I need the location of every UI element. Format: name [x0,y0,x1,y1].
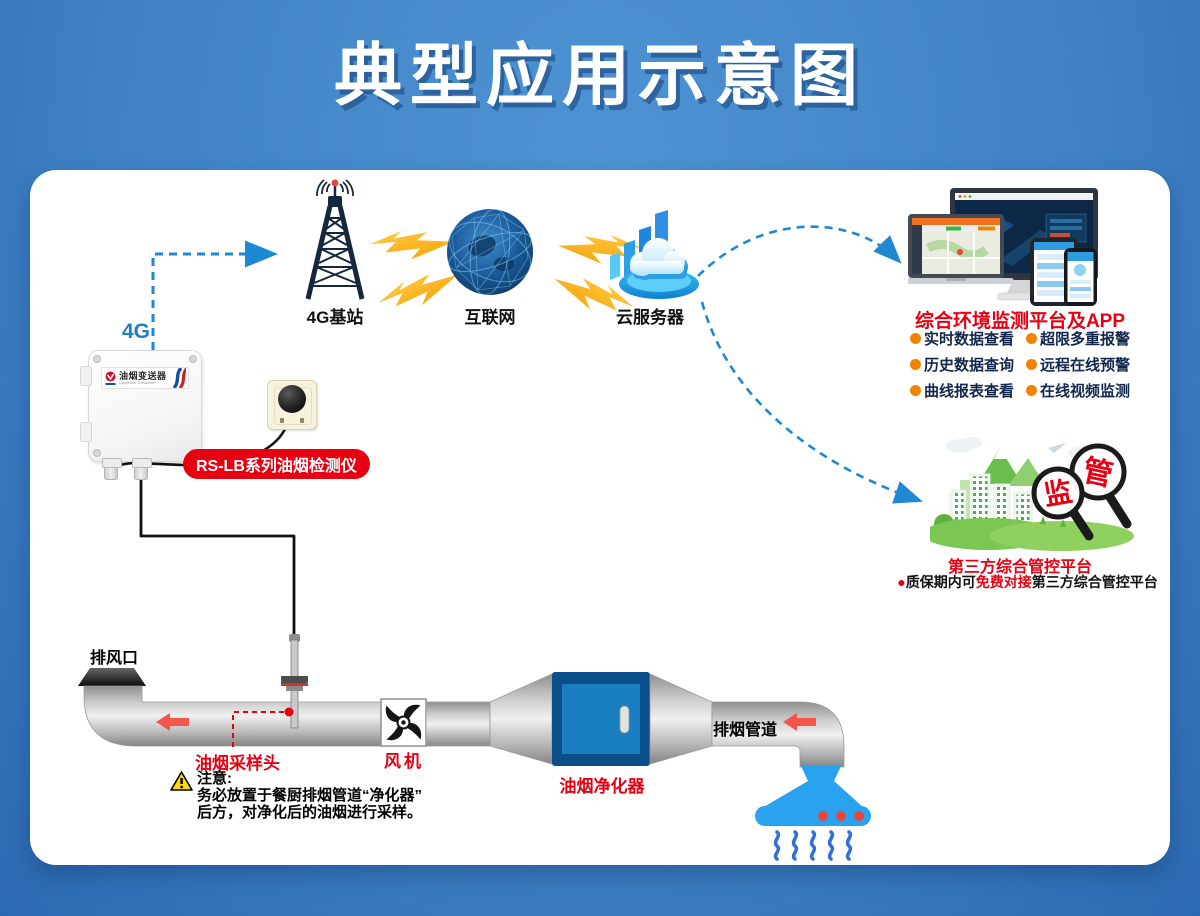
laptop [908,214,1014,284]
purifier-label: 油烟净化器 [559,777,645,796]
cloud-server-label: 云服务器 [616,308,684,327]
diagram-panel: 4G基站 互联网 [30,170,1170,865]
sampling-point-dot [284,707,294,717]
internet-globe-icon [447,208,533,296]
uplink-4g-label: 4G [122,320,151,343]
feature-item: 历史数据查询 [910,354,1026,375]
plane-icon [1048,443,1066,453]
feature-label: 远程在线预警 [1040,357,1131,374]
brand-logo-icon [105,371,116,385]
dashed-connectors [151,225,923,504]
regulator-title: 第三方综合管控平台 [947,559,1092,576]
glass-char-right: 管 [1080,454,1116,493]
feature-label: 在线视频监测 [1040,383,1131,400]
sensor-cable [139,470,296,642]
exhaust-outlet-label: 排风口 [90,650,139,667]
caution-title: 注意: [197,770,232,787]
purifier-handle [619,705,630,734]
magnifier-guan-icon: 管 [1069,443,1132,529]
series-badge: RS-LB系列油烟检测仪 [183,449,370,479]
mount-ear [80,366,92,386]
internet-label: 互联网 [464,308,516,327]
exhaust-cap [78,668,146,686]
feature-label: 实时数据查看 [924,331,1015,348]
note-prefix: 质保期内可 [905,574,976,590]
sampler-label: 油烟采样头 [195,754,280,773]
bullet-icon [910,385,921,396]
caution-note: 注意: 务必放置于餐厨排烟管道“净化器” 后方，对净化后的油烟进行采样。 [197,770,422,821]
feature-item: 实时数据查看 [910,328,1026,349]
steam-icon [773,830,853,861]
bullet-icon: ● [897,574,906,590]
bullet-icon [1026,359,1037,370]
page-title: 典型应用示意图 [333,38,866,114]
power-plug-icon [278,385,306,413]
cable-gland [102,458,122,480]
tower-4g-icon [305,179,365,300]
bullet-icon [1026,385,1037,396]
note-highlight: 免费对接 [975,574,1032,590]
cloud-server-icon [610,210,699,299]
device-name-label: 油烟变送器 [119,370,167,381]
sampler-pointer-dashed [232,711,284,750]
platform-devices [908,188,1098,306]
transmitter-device: 油烟变送器 Lampblack Transmitter [88,350,202,462]
device-nameplate: 油烟变送器 Lampblack Transmitter [101,367,189,389]
regulator-note: ●质保期内可免费对接第三方综合管控平台 [875,572,1180,592]
tower-label: 4G基站 [306,308,364,327]
regulator-city-illustration: 管 监 [930,437,1134,551]
kitchen-hood [755,766,871,826]
feature-item: 在线视频监测 [1026,380,1146,401]
bullet-icon [910,359,921,370]
device-name-en: Lampblack Transmitter [119,379,156,385]
magnifier-jian-icon: 监 [1031,466,1094,541]
feature-label: 历史数据查询 [924,357,1015,374]
warning-icon [170,771,193,791]
glass-char-left: 监 [1042,476,1075,511]
cable-gland [132,458,152,480]
power-outlet [267,380,317,430]
note-suffix: 第三方综合管控平台 [1031,574,1158,590]
mount-ear [80,422,92,442]
feature-item: 曲线报表查看 [910,380,1026,401]
feature-item: 超限多重报警 [1026,328,1146,349]
cloud-to-platform-dashed-arrow [697,225,902,277]
platform-feature-list: 实时数据查看 超限多重报警 历史数据查询 远程在线预警 曲线报表查看 在线视频监… [910,328,1146,401]
fan-label: 风机 [384,752,424,771]
bullet-icon [1026,333,1037,344]
feature-item: 远程在线预警 [1026,354,1146,375]
feature-label: 超限多重报警 [1040,331,1131,348]
platform-title: 综合环境监测平台及APP [914,311,1126,332]
caution-line1: 务必放置于餐厨排烟管道“净化器” [197,787,423,804]
smartphone [1064,248,1097,306]
pipe-label: 排烟管道 [713,722,778,739]
nameplate-wave-icon [172,368,186,388]
feature-label: 曲线报表查看 [924,383,1015,400]
caution-line2: 后方，对净化后的油烟进行采样。 [197,804,423,821]
cloud-to-regulator-dashed-arrow [700,301,923,504]
uplink-dashed-arrow [151,240,278,350]
bullet-icon [910,333,921,344]
fan-icon [385,704,422,741]
duct-assembly [78,634,871,861]
